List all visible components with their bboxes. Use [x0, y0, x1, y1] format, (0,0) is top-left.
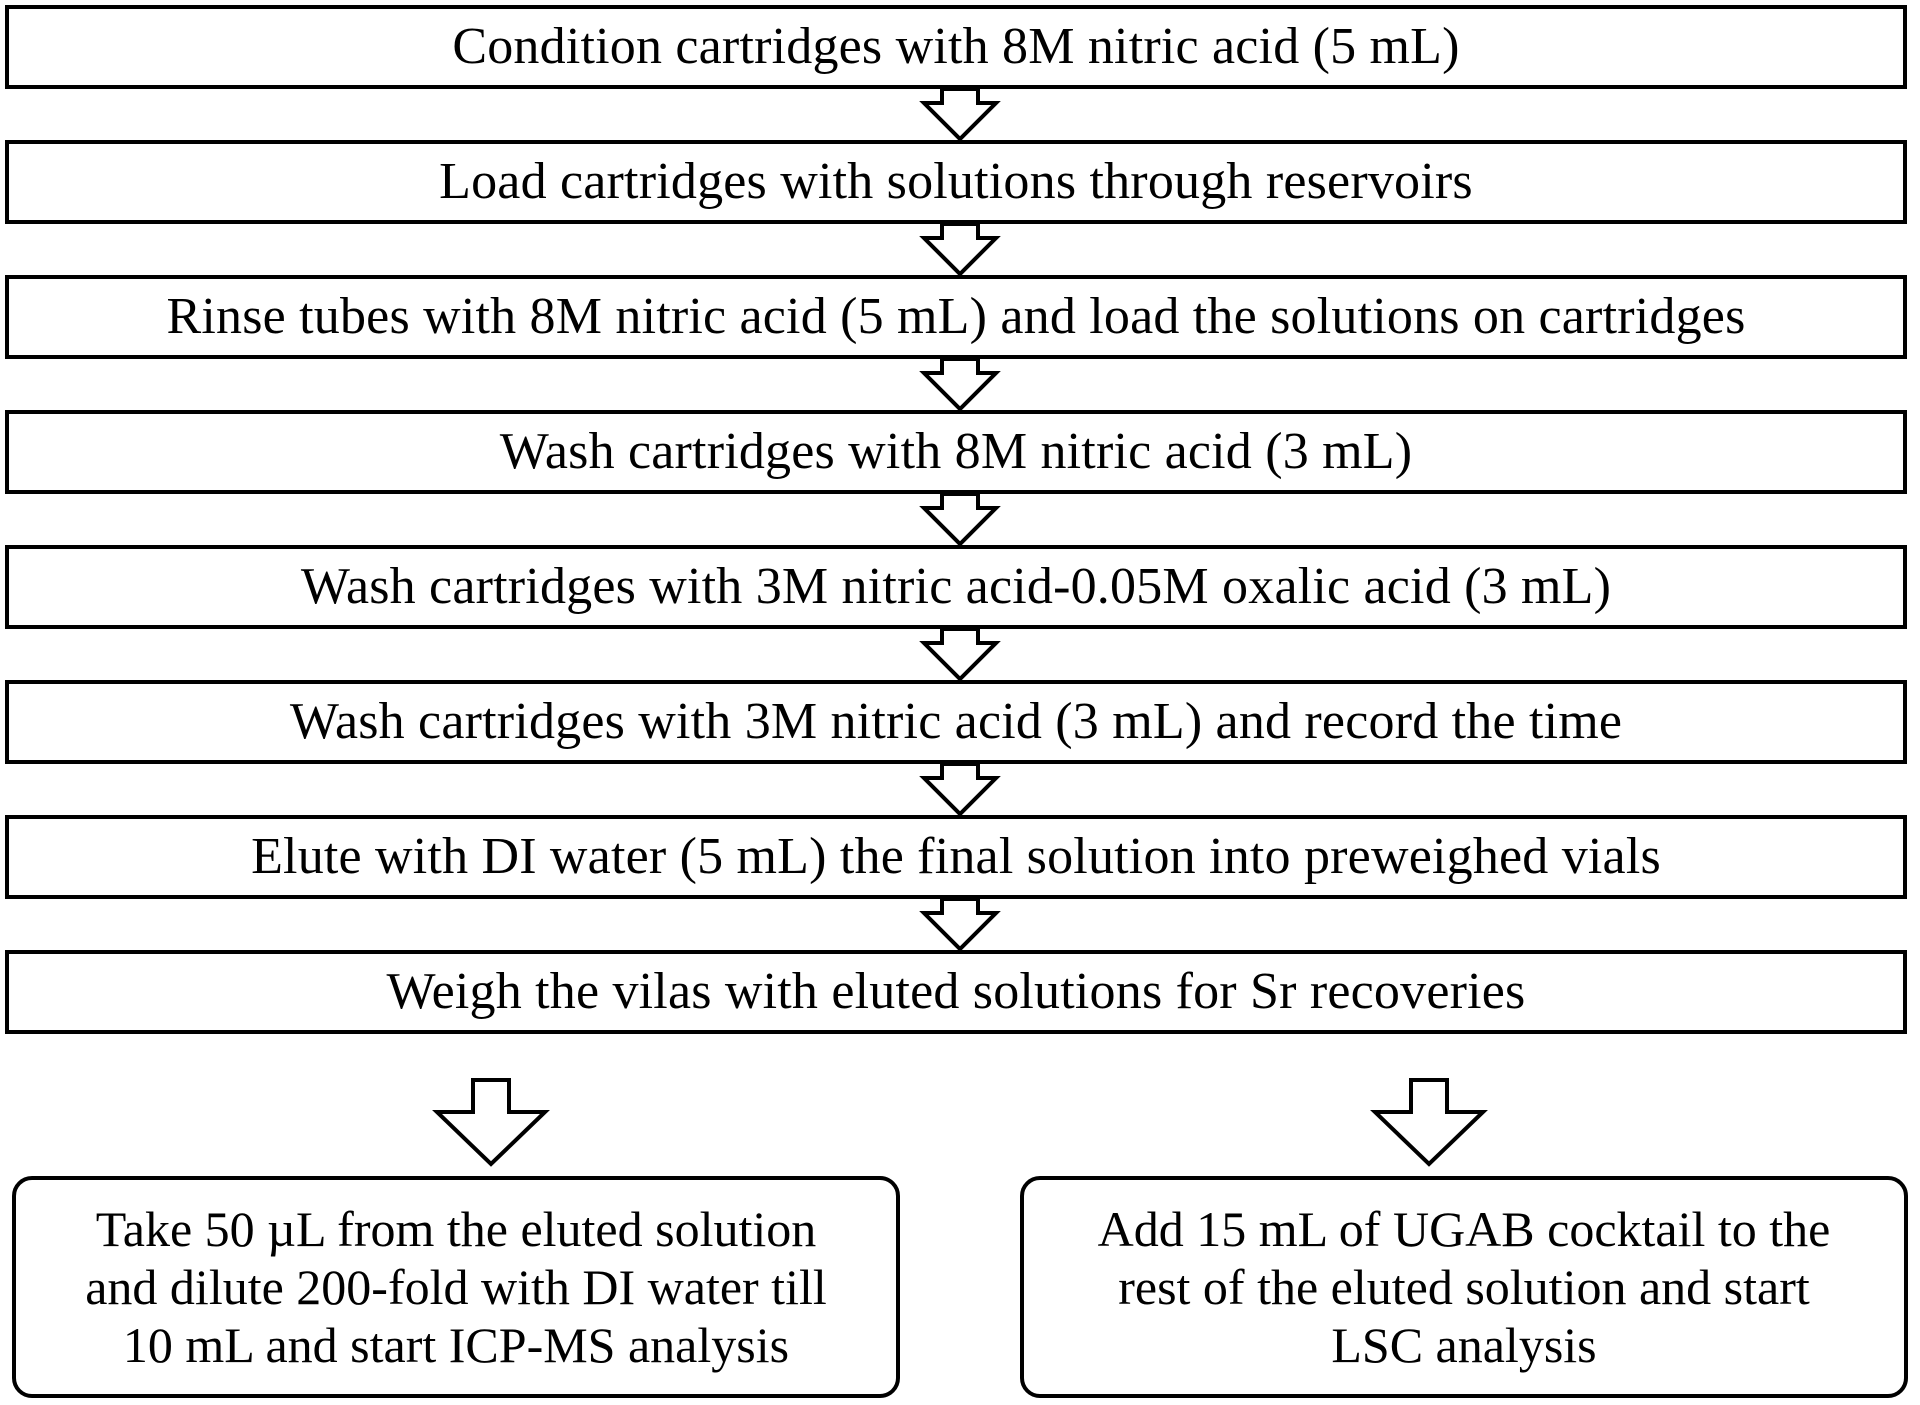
step-box-8: Weigh the vilas with eluted solutions fo…: [5, 950, 1907, 1034]
step-label-1: Condition cartridges with 8M nitric acid…: [452, 18, 1460, 75]
arrow-down-icon: [1370, 1078, 1488, 1167]
step-label-5: Wash cartridges with 3M nitric acid-0.05…: [300, 558, 1612, 615]
branch-box-icp-ms: Take 50 µL from the eluted solution and …: [12, 1176, 900, 1398]
step-label-6: Wash cartridges with 3M nitric acid (3 m…: [289, 693, 1623, 750]
arrow-down-icon: [919, 87, 1001, 142]
step-box-3: Rinse tubes with 8M nitric acid (5 mL) a…: [5, 275, 1907, 359]
step-label-7: Elute with DI water (5 mL) the final sol…: [251, 828, 1661, 885]
arrow-down-icon: [919, 627, 1001, 682]
step-label-8: Weigh the vilas with eluted solutions fo…: [386, 963, 1526, 1020]
branch-left-line-1: Take 50 µL from the eluted solution: [95, 1201, 817, 1257]
step-label-3: Rinse tubes with 8M nitric acid (5 mL) a…: [166, 288, 1746, 345]
branch-right-line-3: LSC analysis: [1331, 1317, 1597, 1373]
branch-right-line-2: rest of the eluted solution and start: [1118, 1259, 1810, 1315]
branch-right-line-1: Add 15 mL of UGAB cocktail to the: [1097, 1201, 1831, 1257]
branch-left-line-3: 10 mL and start ICP-MS analysis: [122, 1317, 790, 1373]
branch-box-lsc: Add 15 mL of UGAB cocktail to the rest o…: [1020, 1176, 1908, 1398]
arrow-down-icon: [919, 492, 1001, 547]
arrow-down-icon: [919, 762, 1001, 817]
step-box-4: Wash cartridges with 8M nitric acid (3 m…: [5, 410, 1907, 494]
arrow-down-icon: [919, 222, 1001, 277]
step-box-7: Elute with DI water (5 mL) the final sol…: [5, 815, 1907, 899]
arrow-down-icon: [919, 897, 1001, 952]
branch-left-line-2: and dilute 200-fold with DI water till: [85, 1259, 827, 1315]
step-label-2: Load cartridges with solutions through r…: [439, 153, 1473, 210]
step-box-6: Wash cartridges with 3M nitric acid (3 m…: [5, 680, 1907, 764]
arrow-down-icon: [432, 1078, 550, 1167]
step-label-4: Wash cartridges with 8M nitric acid (3 m…: [499, 423, 1413, 480]
step-box-5: Wash cartridges with 3M nitric acid-0.05…: [5, 545, 1907, 629]
arrow-down-icon: [919, 357, 1001, 412]
step-box-1: Condition cartridges with 8M nitric acid…: [5, 5, 1907, 89]
